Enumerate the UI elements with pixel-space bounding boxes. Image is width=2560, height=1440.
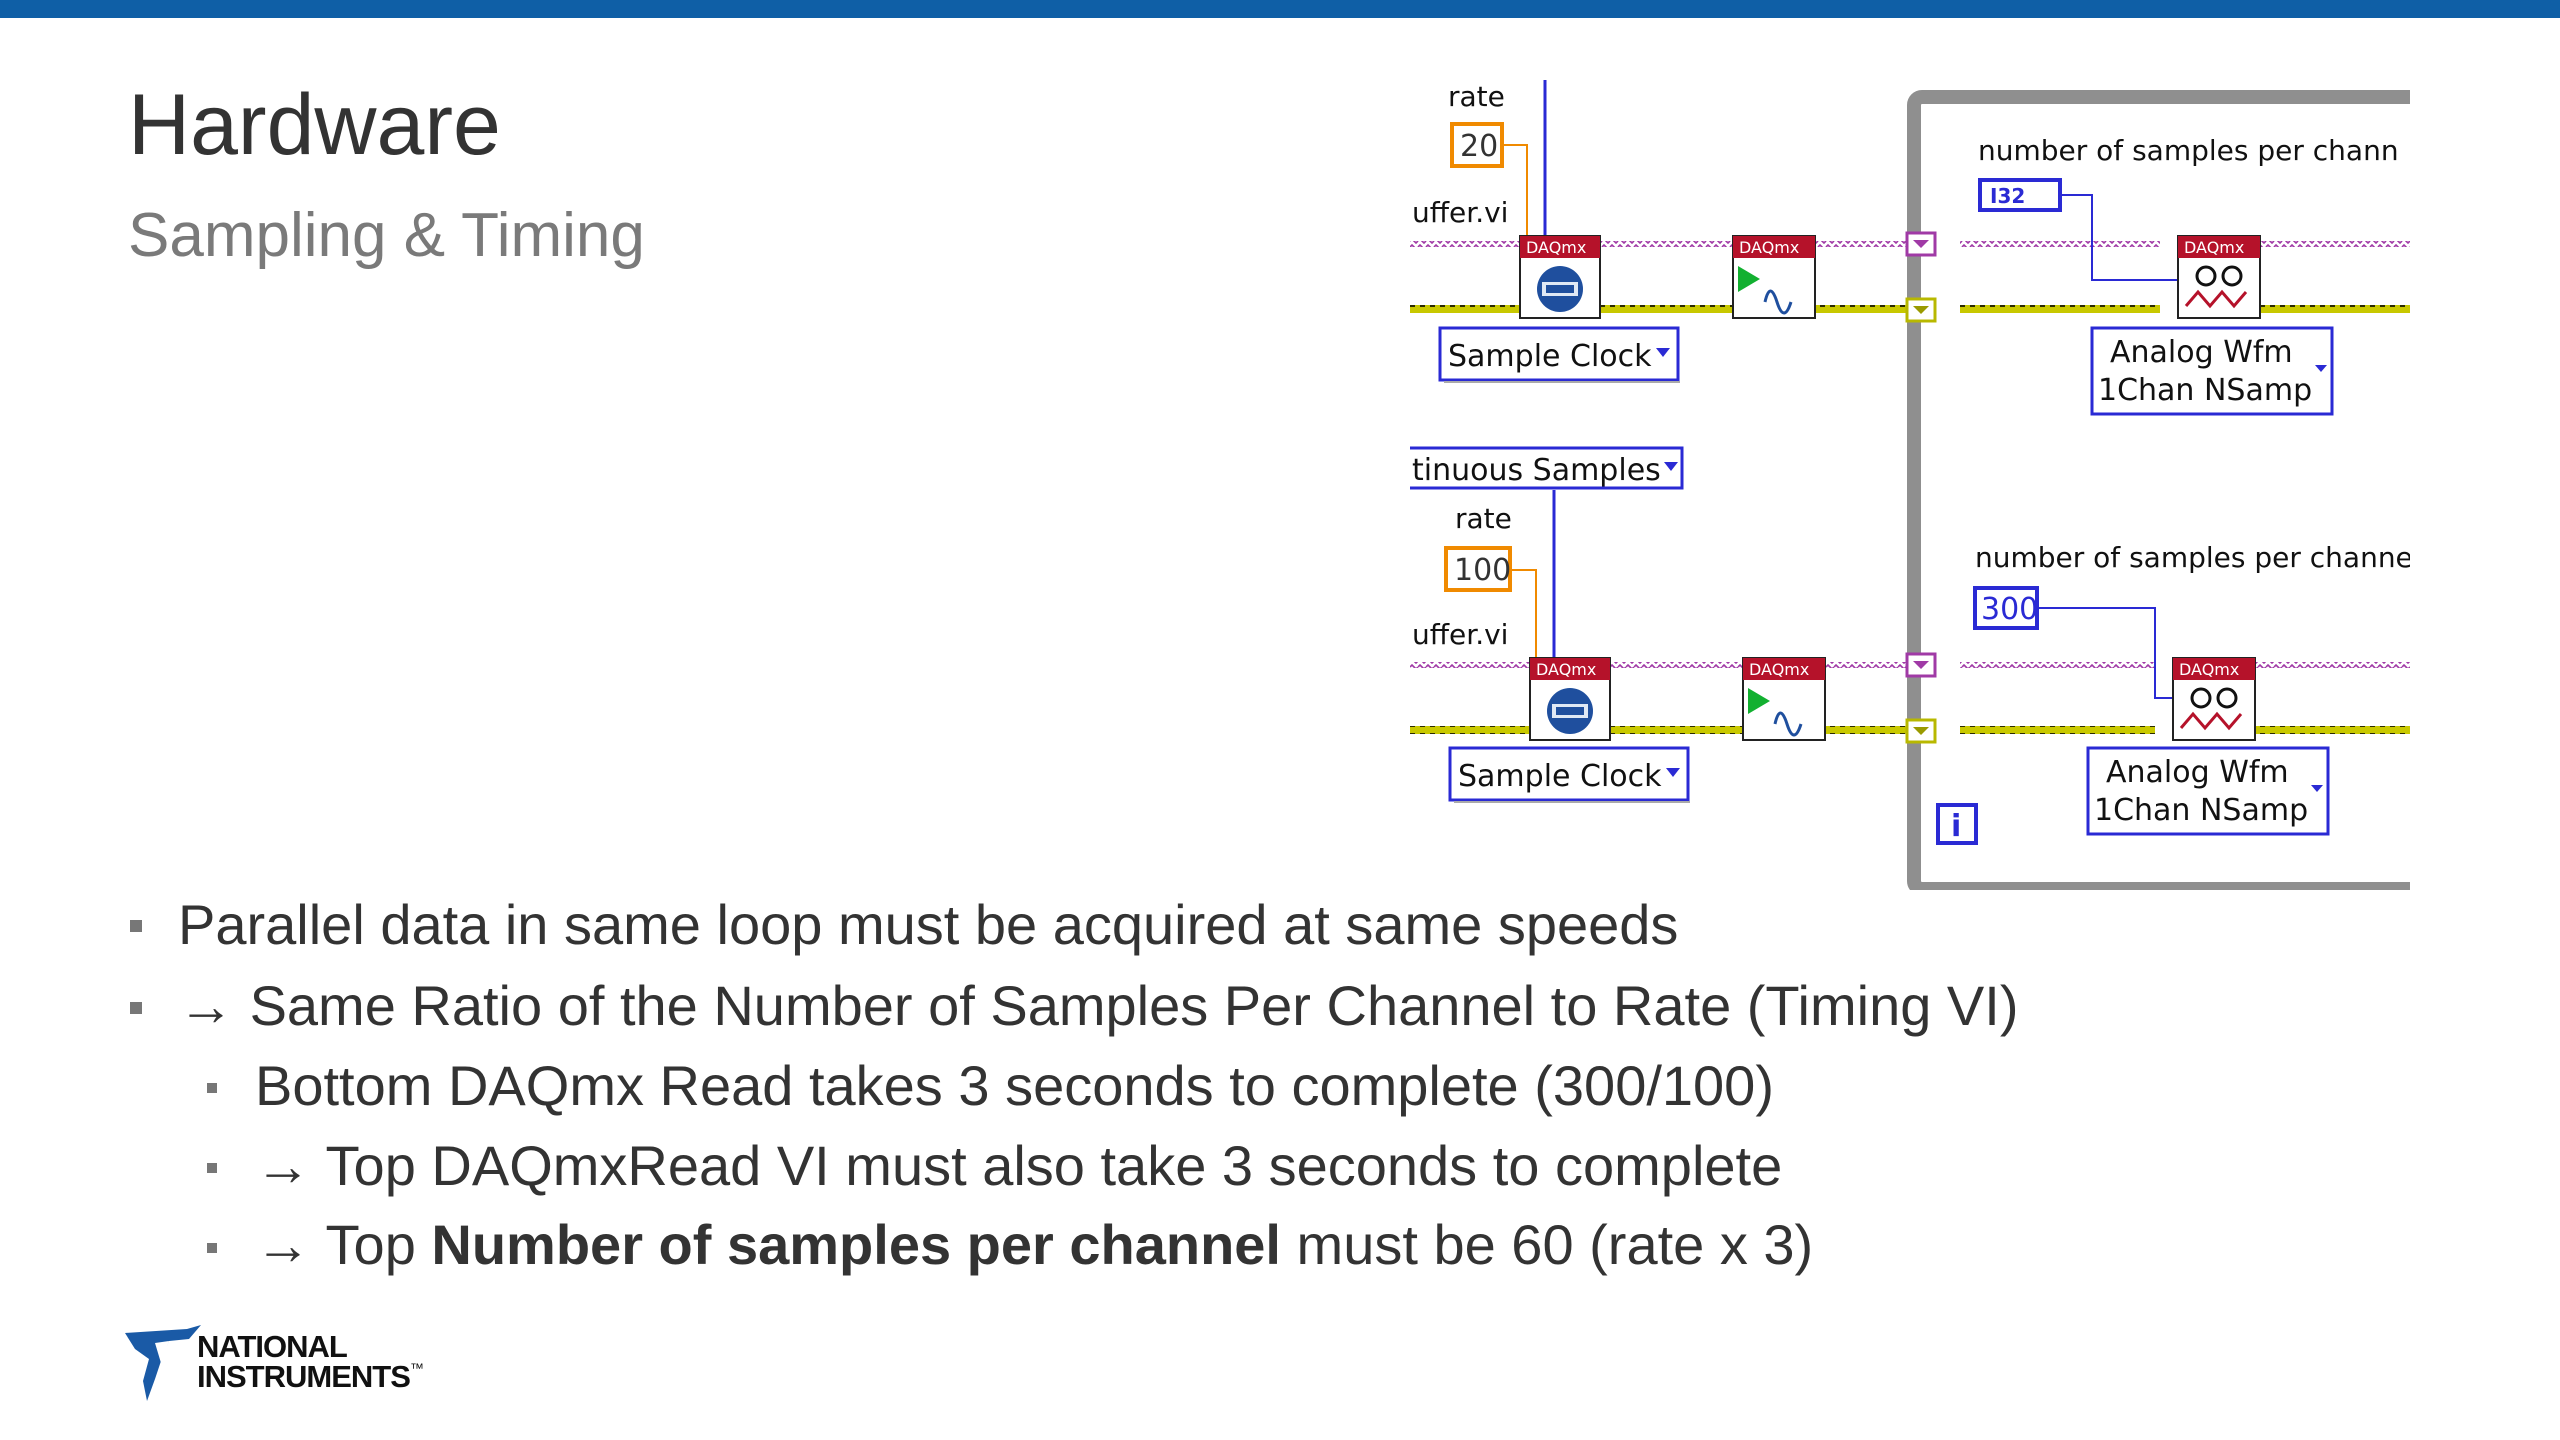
labview-block-diagram: rate 20 uffer.vi DAQmx Sample Clock DAQm… [1410, 70, 2410, 890]
svg-text:i: i [1951, 809, 1961, 844]
bullet-5: → Top Number of samples per channel must… [255, 1213, 1814, 1276]
top-samples-label: number of samples per chann [1978, 134, 2399, 167]
top-accent-bar [0, 0, 2560, 18]
arrow-icon: → [178, 974, 234, 1037]
top-samples-control[interactable]: I32 [1978, 178, 2062, 212]
bullet-1: Parallel data in same loop must be acqui… [178, 893, 1679, 956]
bottom-read-select[interactable]: Analog Wfm 1Chan NSamp [2086, 746, 2330, 836]
bottom-clock-select[interactable]: Sample Clock [1448, 746, 1690, 803]
bottom-mode-select[interactable]: tinuous Samples [1410, 446, 1684, 490]
top-start-vi[interactable]: DAQmx [1732, 235, 1816, 319]
logo-line-2: INSTRUMENTS™ [197, 1359, 424, 1394]
svg-text:DAQmx: DAQmx [2179, 660, 2239, 679]
top-rate-value: 20 [1460, 129, 1498, 164]
bottom-read-vi[interactable]: DAQmx [2172, 657, 2256, 741]
bottom-samples-label: number of samples per channe [1975, 541, 2410, 574]
bottom-rate-label: rate [1455, 502, 1512, 535]
slide-title: Hardware [128, 77, 501, 173]
top-read-vi[interactable]: DAQmx [2177, 235, 2261, 319]
loop-iteration-terminal: i [1936, 803, 1978, 845]
bullet-marker [207, 1243, 217, 1253]
top-rate-label: rate [1448, 80, 1505, 113]
arrow-icon: → [255, 1213, 311, 1276]
bottom-samples-constant[interactable]: 300 [1973, 586, 2039, 630]
national-instruments-logo: NATIONAL INSTRUMENTS™ [125, 1325, 445, 1405]
bullet-3: Bottom DAQmx Read takes 3 seconds to com… [255, 1054, 1774, 1117]
bullet-marker [207, 1083, 217, 1093]
top-timing-vi[interactable]: DAQmx [1519, 235, 1601, 319]
svg-text:DAQmx: DAQmx [1536, 660, 1596, 679]
bullet-marker [130, 920, 142, 932]
bottom-buffer-label: uffer.vi [1412, 618, 1508, 651]
bottom-start-vi[interactable]: DAQmx [1742, 657, 1826, 741]
bullet-marker [207, 1163, 217, 1173]
bullet-4: → Top DAQmxRead VI must also take 3 seco… [255, 1134, 1783, 1197]
svg-text:Analog Wfm: Analog Wfm [2106, 755, 2289, 790]
top-read-select[interactable]: Analog Wfm 1Chan NSamp [2090, 326, 2334, 416]
bottom-rate-value: 100 [1454, 553, 1511, 588]
svg-text:DAQmx: DAQmx [1749, 660, 1809, 679]
svg-text:300: 300 [1981, 592, 2038, 627]
bullet-2: → Same Ratio of the Number of Samples Pe… [178, 974, 2019, 1037]
top-clock-select[interactable]: Sample Clock [1438, 326, 1680, 383]
while-loop-frame [1907, 90, 2410, 890]
svg-text:DAQmx: DAQmx [2184, 238, 2244, 257]
top-buffer-label: uffer.vi [1412, 196, 1508, 229]
svg-text:tinuous Samples: tinuous Samples [1412, 453, 1661, 488]
bottom-timing-vi[interactable]: DAQmx [1529, 657, 1611, 741]
svg-text:1Chan NSamp: 1Chan NSamp [2098, 373, 2312, 408]
svg-text:Analog Wfm: Analog Wfm [2110, 335, 2293, 370]
svg-text:DAQmx: DAQmx [1526, 238, 1586, 257]
arrow-icon: → [255, 1134, 311, 1197]
slide-subtitle: Sampling & Timing [128, 201, 645, 270]
svg-text:1Chan NSamp: 1Chan NSamp [2094, 793, 2308, 828]
svg-text:I32: I32 [1990, 184, 2025, 208]
ni-eagle-icon [125, 1325, 201, 1401]
svg-text:Sample Clock: Sample Clock [1448, 339, 1652, 374]
svg-text:Sample Clock: Sample Clock [1458, 759, 1662, 794]
bullet-marker [130, 1002, 142, 1014]
logo-line-1: NATIONAL [197, 1329, 348, 1364]
svg-text:DAQmx: DAQmx [1739, 238, 1799, 257]
